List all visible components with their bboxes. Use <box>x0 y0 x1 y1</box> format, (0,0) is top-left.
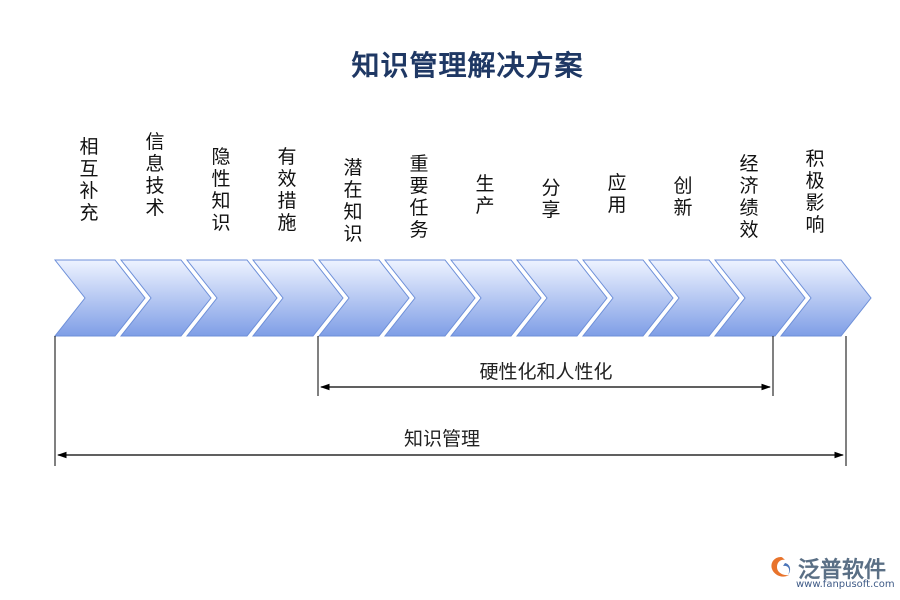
chevron-stage-10 <box>647 259 740 337</box>
chevron-stage-1 <box>53 259 146 337</box>
stage-label-2: 信息技术 <box>145 131 165 219</box>
stage-label-1: 相互补充 <box>79 136 99 224</box>
chevron-stage-7 <box>449 259 542 337</box>
chevron-stage-11 <box>713 259 806 337</box>
stage-label-11: 经济绩效 <box>739 153 759 241</box>
span-label-inner: 硬性化和人性化 <box>479 361 613 383</box>
brand-logo-icon <box>771 557 791 577</box>
stage-label-6: 重要任务 <box>409 153 429 241</box>
brand-logo: 泛普软件 www.fanpusoft.com <box>768 552 898 596</box>
chevron-stage-4 <box>251 259 344 337</box>
brand-name: 泛普软件 <box>798 558 887 583</box>
diagram-title: 知识管理解决方案 <box>351 49 584 82</box>
chevron-group <box>53 259 872 337</box>
stage-label-12: 积极影响 <box>805 148 825 236</box>
chevron-stage-5 <box>317 259 410 337</box>
stage-label-9: 应用 <box>607 172 627 216</box>
chevron-stage-3 <box>185 259 278 337</box>
chevron-stage-8 <box>515 259 608 337</box>
stage-label-5: 潜在知识 <box>343 157 363 245</box>
stage-label-8: 分享 <box>541 177 561 221</box>
stage-label-4: 有效措施 <box>277 146 297 234</box>
stage-label-7: 生产 <box>475 173 495 217</box>
chevron-stage-2 <box>119 259 212 337</box>
stage-label-3: 隐性知识 <box>211 146 231 234</box>
chevron-stage-6 <box>383 259 476 337</box>
chevron-stage-12 <box>779 259 872 337</box>
brand-url: www.fanpusoft.com <box>796 579 895 590</box>
span-label-outer: 知识管理 <box>403 428 480 450</box>
chevron-stage-9 <box>581 259 674 337</box>
stage-label-10: 创新 <box>673 175 693 219</box>
